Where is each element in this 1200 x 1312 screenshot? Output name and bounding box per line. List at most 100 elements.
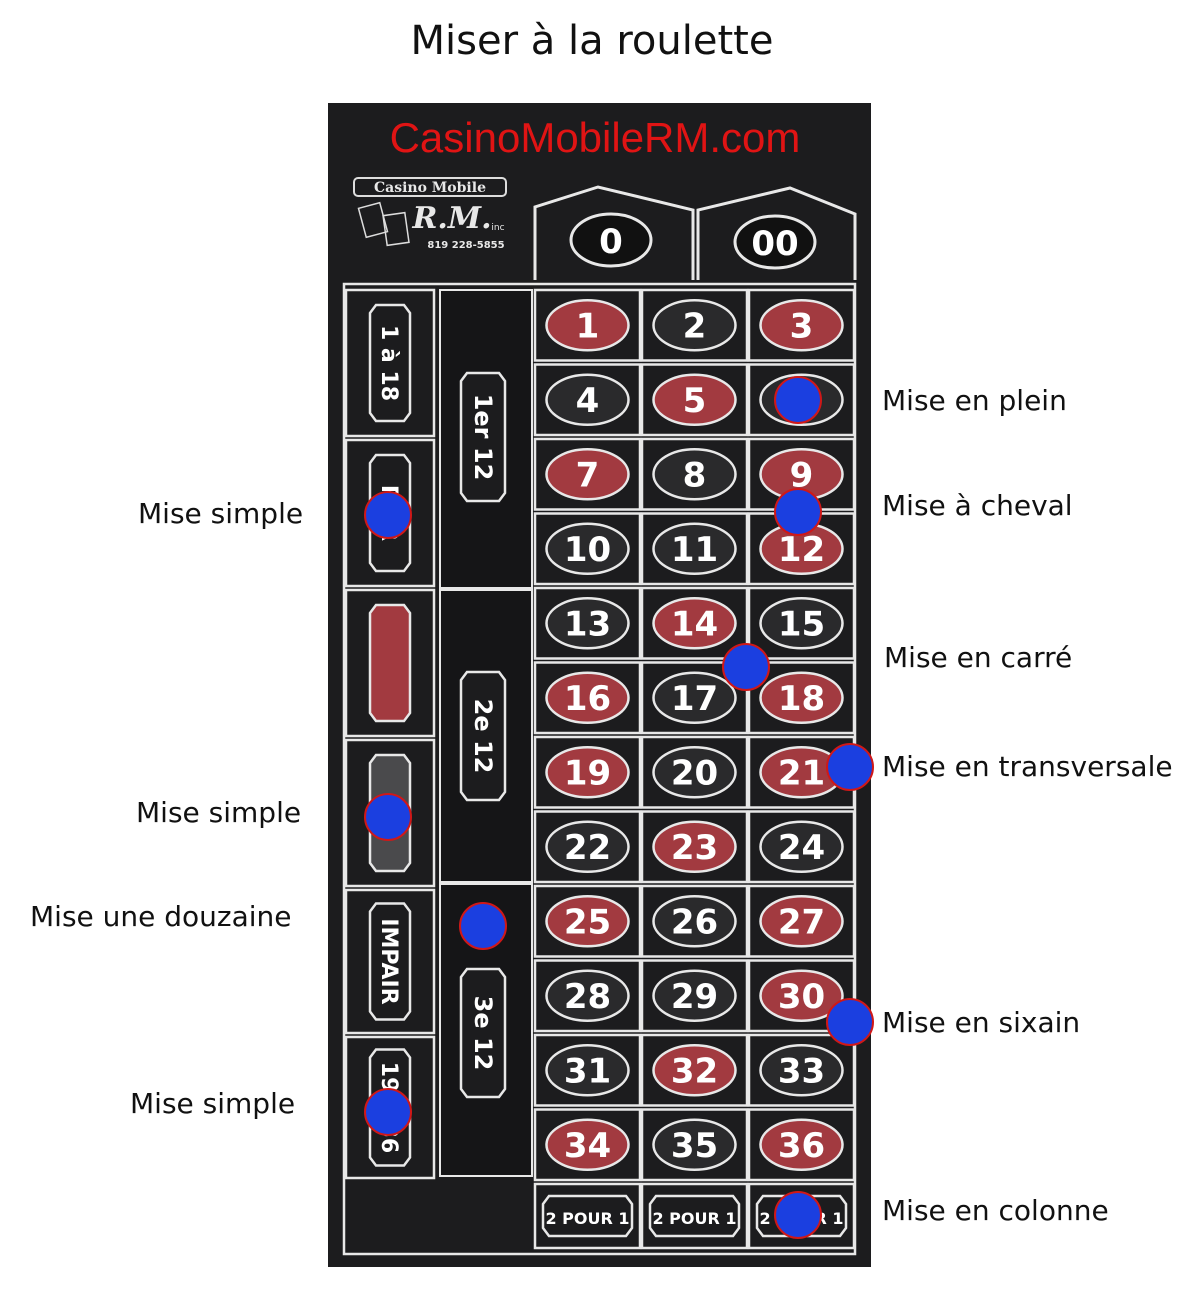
number-label: 18 [778,679,825,719]
number-cell-22[interactable]: 22 [533,810,642,884]
number-cell-24[interactable]: 24 [747,810,856,884]
dozen-bet-3[interactable]: 3e 12 [459,967,507,1099]
number-cell-16[interactable]: 16 [533,661,642,735]
chip-sixain [826,998,874,1046]
number-cell-11[interactable]: 11 [640,512,749,586]
number-cell-23[interactable]: 23 [640,810,749,884]
number-cell-34[interactable]: 34 [533,1108,642,1182]
number-oval [759,895,844,948]
dozen-bet-1[interactable]: 1er 12 [459,371,507,503]
chip-simple-3 [364,1088,412,1136]
column-bet-1[interactable]: 2 POUR 1 [533,1182,642,1250]
chip-carre [722,643,770,691]
number-cell-26[interactable]: 26 [640,884,749,958]
number-cell-29[interactable]: 29 [640,959,749,1033]
number-cell-19[interactable]: 19 [533,735,642,809]
label-simple-2: Mise simple [136,796,302,829]
label-colonne: Mise en colonne [882,1194,1109,1227]
number-cell-3[interactable]: 3 [747,288,856,362]
number-oval [652,1044,737,1097]
zero-oval[interactable] [569,212,653,268]
logo-line3: inc [491,223,504,233]
number-label: 33 [778,1051,825,1091]
number-cell-36[interactable]: 36 [747,1108,856,1182]
label-simple-1: Mise simple [138,497,304,530]
number-label: 28 [564,977,611,1017]
number-label: 24 [778,828,825,868]
outside-bet-1[interactable]: 1 à 18 [344,288,436,438]
label-sixain: Mise en sixain [882,1006,1081,1039]
number-cell-20[interactable]: 20 [640,735,749,809]
number-oval [759,597,844,650]
number-oval [545,1044,630,1097]
number-cell-31[interactable]: 31 [533,1033,642,1107]
dozen-label: 3e 12 [469,996,497,1071]
number-label: 3 [790,306,814,346]
column-bet-label: 2 POUR 1 [545,1209,629,1228]
number-label: 8 [683,455,707,495]
outside-bet-5[interactable]: IMPAIR [344,888,436,1035]
number-cell-27[interactable]: 27 [747,884,856,958]
number-cell-8[interactable]: 8 [640,437,749,511]
chip-douzaine [459,902,507,950]
number-oval [759,969,844,1022]
number-label: 10 [564,530,611,570]
number-cell-25[interactable]: 25 [533,884,642,958]
number-cell-14[interactable]: 14 [640,586,749,660]
number-label: 27 [778,902,825,942]
number-oval [545,969,630,1022]
number-oval [652,895,737,948]
site-name: CasinoMobileRM.com [390,114,801,161]
number-oval [652,1118,737,1171]
label-transversale: Mise en transversale [882,750,1173,783]
column-bet-label: 2 POUR 1 [652,1209,736,1228]
chip-colonne [774,1191,822,1239]
number-label: 26 [671,902,718,942]
number-cell-28[interactable]: 28 [533,959,642,1033]
logo-line2: R.M. [411,201,491,236]
number-oval [652,373,737,426]
number-oval [652,746,737,799]
double-zero-oval[interactable] [733,214,817,270]
number-label: 12 [778,530,825,570]
number-cell-1[interactable]: 1 [533,288,642,362]
number-cell-2[interactable]: 2 [640,288,749,362]
number-cell-4[interactable]: 4 [533,363,642,437]
label-simple-3: Mise simple [130,1087,296,1120]
number-label: 19 [564,753,611,793]
label-cheval: Mise à cheval [882,489,1073,522]
number-label: 15 [778,604,825,644]
dozen-label: 1er 12 [469,394,497,481]
double-zero-number: 00 [751,224,798,264]
number-cell-18[interactable]: 18 [747,661,856,735]
number-cell-35[interactable]: 35 [640,1108,749,1182]
number-cell-13[interactable]: 13 [533,586,642,660]
dozen-bet-2[interactable]: 2e 12 [459,670,507,802]
number-cell-33[interactable]: 33 [747,1033,856,1107]
outside-bet-label: 1 à 18 [376,325,401,401]
number-cell-15[interactable]: 15 [747,586,856,660]
number-oval [652,597,737,650]
number-oval [545,895,630,948]
logo-phone: 819 228-5855 [427,240,504,251]
number-cell-7[interactable]: 7 [533,437,642,511]
number-cell-17[interactable]: 17 [640,661,749,735]
number-oval [545,820,630,873]
number-label: 22 [564,828,611,868]
number-label: 35 [671,1126,718,1166]
column-bet-2[interactable]: 2 POUR 1 [640,1182,749,1250]
number-cell-5[interactable]: 5 [640,363,749,437]
number-label: 4 [576,381,600,421]
number-cell-10[interactable]: 10 [533,512,642,586]
number-oval [759,1118,844,1171]
dozen-label: 2e 12 [469,699,497,774]
number-oval [652,522,737,575]
chip-transversale [826,743,874,791]
outside-bet-3[interactable] [344,588,436,738]
logo-line1: Casino Mobile [374,180,486,196]
number-label: 25 [564,902,611,942]
number-cell-32[interactable]: 32 [640,1033,749,1107]
number-oval [652,299,737,352]
label-douzaine: Mise une douzaine [30,900,292,933]
